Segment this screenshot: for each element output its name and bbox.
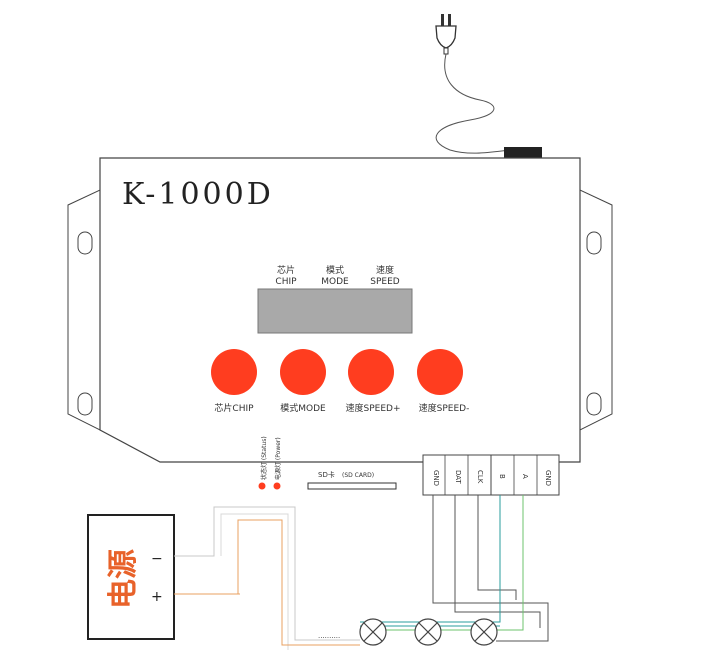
display-label-speed-zh: 速度 [376,264,394,276]
sd-card-label-main: SD卡 [318,470,335,479]
mode-button[interactable] [280,349,326,395]
dmx-terminal-block [490,454,560,496]
led-chain-ellipsis: .......... [318,632,340,640]
status-light [258,482,266,490]
led-pixel-2 [414,618,442,646]
speed-down-button[interactable] [417,349,463,395]
terminal-clk-label: CLK [476,470,484,484]
terminal-gnd-label: GND [432,470,440,486]
chip-button[interactable] [211,349,257,395]
sd-card-slot[interactable] [307,482,397,490]
led-pixel-1 [359,618,387,646]
lcd-display [257,288,413,334]
power-cord [435,53,511,154]
power-supply-box [87,514,175,640]
terminal-dat-label: DAT [454,470,462,485]
chip-button-label: 芯片CHIP [214,402,254,414]
power-supply-plus: + [151,589,163,605]
power-supply-label: 电源 [106,549,141,609]
speed-down-button-label: 速度SPEED- [419,402,470,414]
led-pixel-3 [470,618,498,646]
power-light-label: 电源灯 (Power) [274,437,282,480]
display-label-mode-zh: 模式 [326,264,344,276]
terminal-gnd2-label: GND [544,470,552,486]
speed-up-button[interactable] [348,349,394,395]
power-cable-gland [504,147,542,158]
signal-terminal-block [422,454,492,496]
status-light-label: 状态灯 (Status) [260,436,268,480]
terminal-a-label: A [521,474,529,479]
display-label-chip-zh: 芯片 [277,264,295,276]
display-label-mode-en: MODE [321,277,349,287]
display-label-speed-en: SPEED [370,277,400,287]
power-supply-minus: − [151,551,163,567]
mode-button-label: 模式MODE [280,402,326,414]
speed-up-button-label: 速度SPEED+ [346,402,401,414]
wiring [174,495,549,650]
power-light [273,482,281,490]
sd-card-label: SD卡 (SD CARD) [318,470,374,479]
display-labels: 芯片 CHIP 模式 MODE 速度 SPEED [275,264,399,287]
model-title: K-1000D [122,177,274,212]
sd-card-label-sub: (SD CARD) [342,472,374,479]
display-label-chip-en: CHIP [275,277,297,287]
power-plug-icon [435,14,457,55]
terminal-b-label: B [498,474,506,479]
